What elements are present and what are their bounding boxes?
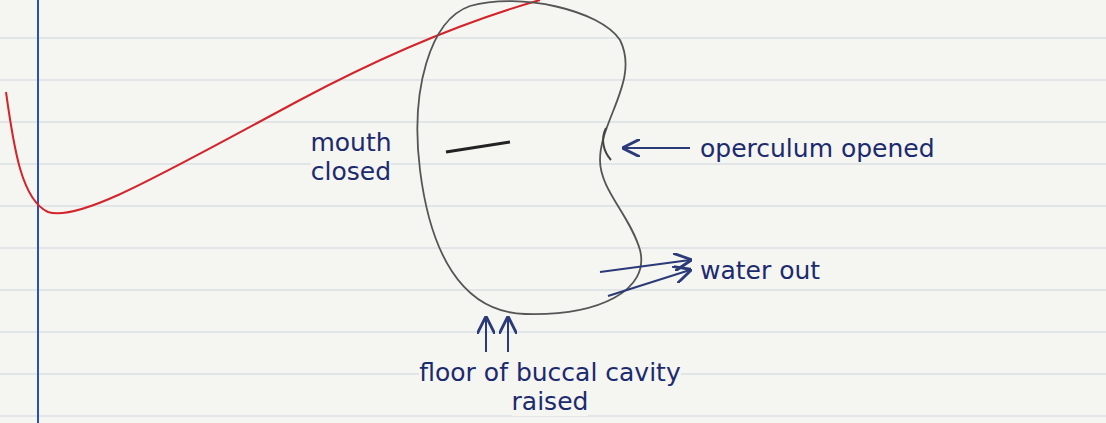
ruled-lines — [0, 38, 1106, 416]
water-arrow — [600, 260, 690, 272]
label-text: water out — [700, 256, 820, 285]
red-curve — [6, 0, 540, 213]
up-arrow — [507, 318, 509, 352]
operculum-edge — [603, 128, 611, 160]
closed-mouth — [446, 142, 510, 152]
handwritten-label: floor of buccal cavity raised — [410, 358, 690, 416]
fish-head-outline — [417, 1, 641, 314]
water-arrow — [608, 270, 690, 296]
up-arrow — [485, 318, 487, 352]
handwritten-label: mouth closed — [296, 128, 406, 186]
leader-arrow — [624, 147, 690, 149]
label-text: operculum opened — [700, 134, 935, 163]
margin-line — [37, 0, 39, 423]
label-text: mouth closed — [310, 128, 391, 186]
handwritten-label: operculum opened — [700, 134, 1000, 163]
label-text: floor of buccal cavity raised — [419, 358, 680, 416]
handwritten-label: water out — [700, 256, 900, 285]
